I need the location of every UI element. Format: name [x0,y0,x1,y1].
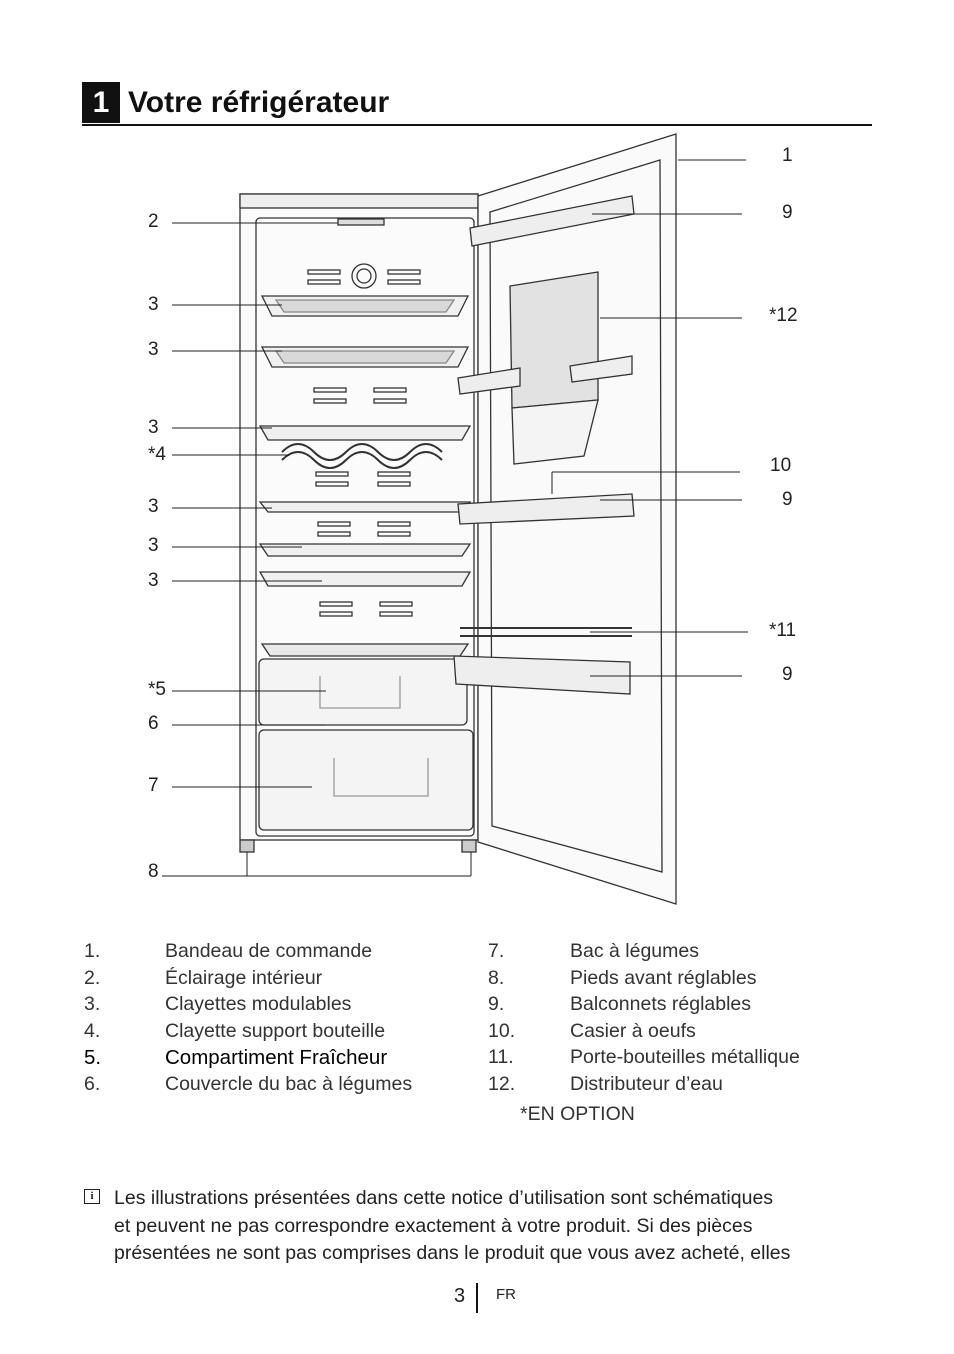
legend-item: 5.Compartiment Fraîcheur [84,1046,388,1069]
legend-item: 3.Clayettes modulables [84,993,352,1015]
callout-label: 3 [148,417,159,438]
callout-label: *5 [148,679,166,700]
language-code: FR [496,1286,516,1303]
notice-line: Les illustrations présentées dans cette … [114,1187,774,1209]
legend-left: 1.Bandeau de commande 2.Éclairage intéri… [84,940,464,1099]
callout-label: 9 [782,664,793,685]
legend-item: 2.Éclairage intérieur [84,966,323,989]
legend-item: 8.Pieds avant réglables [488,966,757,989]
callout-label: *12 [769,305,798,326]
legend-item: 6.Couvercle du bac à légumes [84,1072,413,1095]
chapter-title: Votre réfrigérateur [128,86,390,119]
callout-label: *11 [769,620,797,641]
legend-right: 7.Bac à légumes 8.Pieds avant réglables … [488,940,868,1099]
callout-label: 10 [770,455,792,476]
notice-text: Les illustrations présentées dans cette … [114,1185,874,1268]
legend-item: 4.Clayette support bouteille [84,1019,386,1042]
callout-label: 3 [148,339,159,360]
callout-label: 8 [148,861,159,882]
legend-item: 12.Distributeur d’eau [488,1072,723,1095]
notice-line: présentées ne sont pas comprises dans le… [114,1242,791,1264]
callout-label: 9 [782,202,793,223]
notice-line: et peuvent ne pas correspondre exactemen… [114,1214,753,1237]
legend-item: 9.Balconnets réglables [488,993,752,1015]
footer-divider [476,1283,478,1313]
legend-item: 1.Bandeau de commande [84,940,373,962]
callout-label: 6 [148,713,159,734]
legend-item: 7.Bac à légumes [488,940,699,962]
callout-label: 3 [148,294,159,315]
chapter-number: 1 [82,82,120,123]
chapter-header: 1 Votre réfrigérateur [82,82,872,126]
refrigerator-diagram [162,133,748,905]
info-icon: i [84,1189,100,1204]
legend-item: 11.Porte-bouteilles métallique [488,1046,800,1068]
callout-label: 3 [148,535,159,556]
callout-label: 3 [148,570,159,591]
callout-label: 2 [148,211,159,232]
page-number: 3 [454,1285,466,1307]
callout-label: 1 [782,145,793,166]
callout-label: 3 [148,496,159,517]
callout-label: 7 [148,775,159,796]
callout-label: 9 [782,489,793,510]
callout-label: *4 [148,444,166,465]
legend-item: 10.Casier à oeufs [488,1019,696,1042]
option-note: *EN OPTION [520,1103,635,1125]
